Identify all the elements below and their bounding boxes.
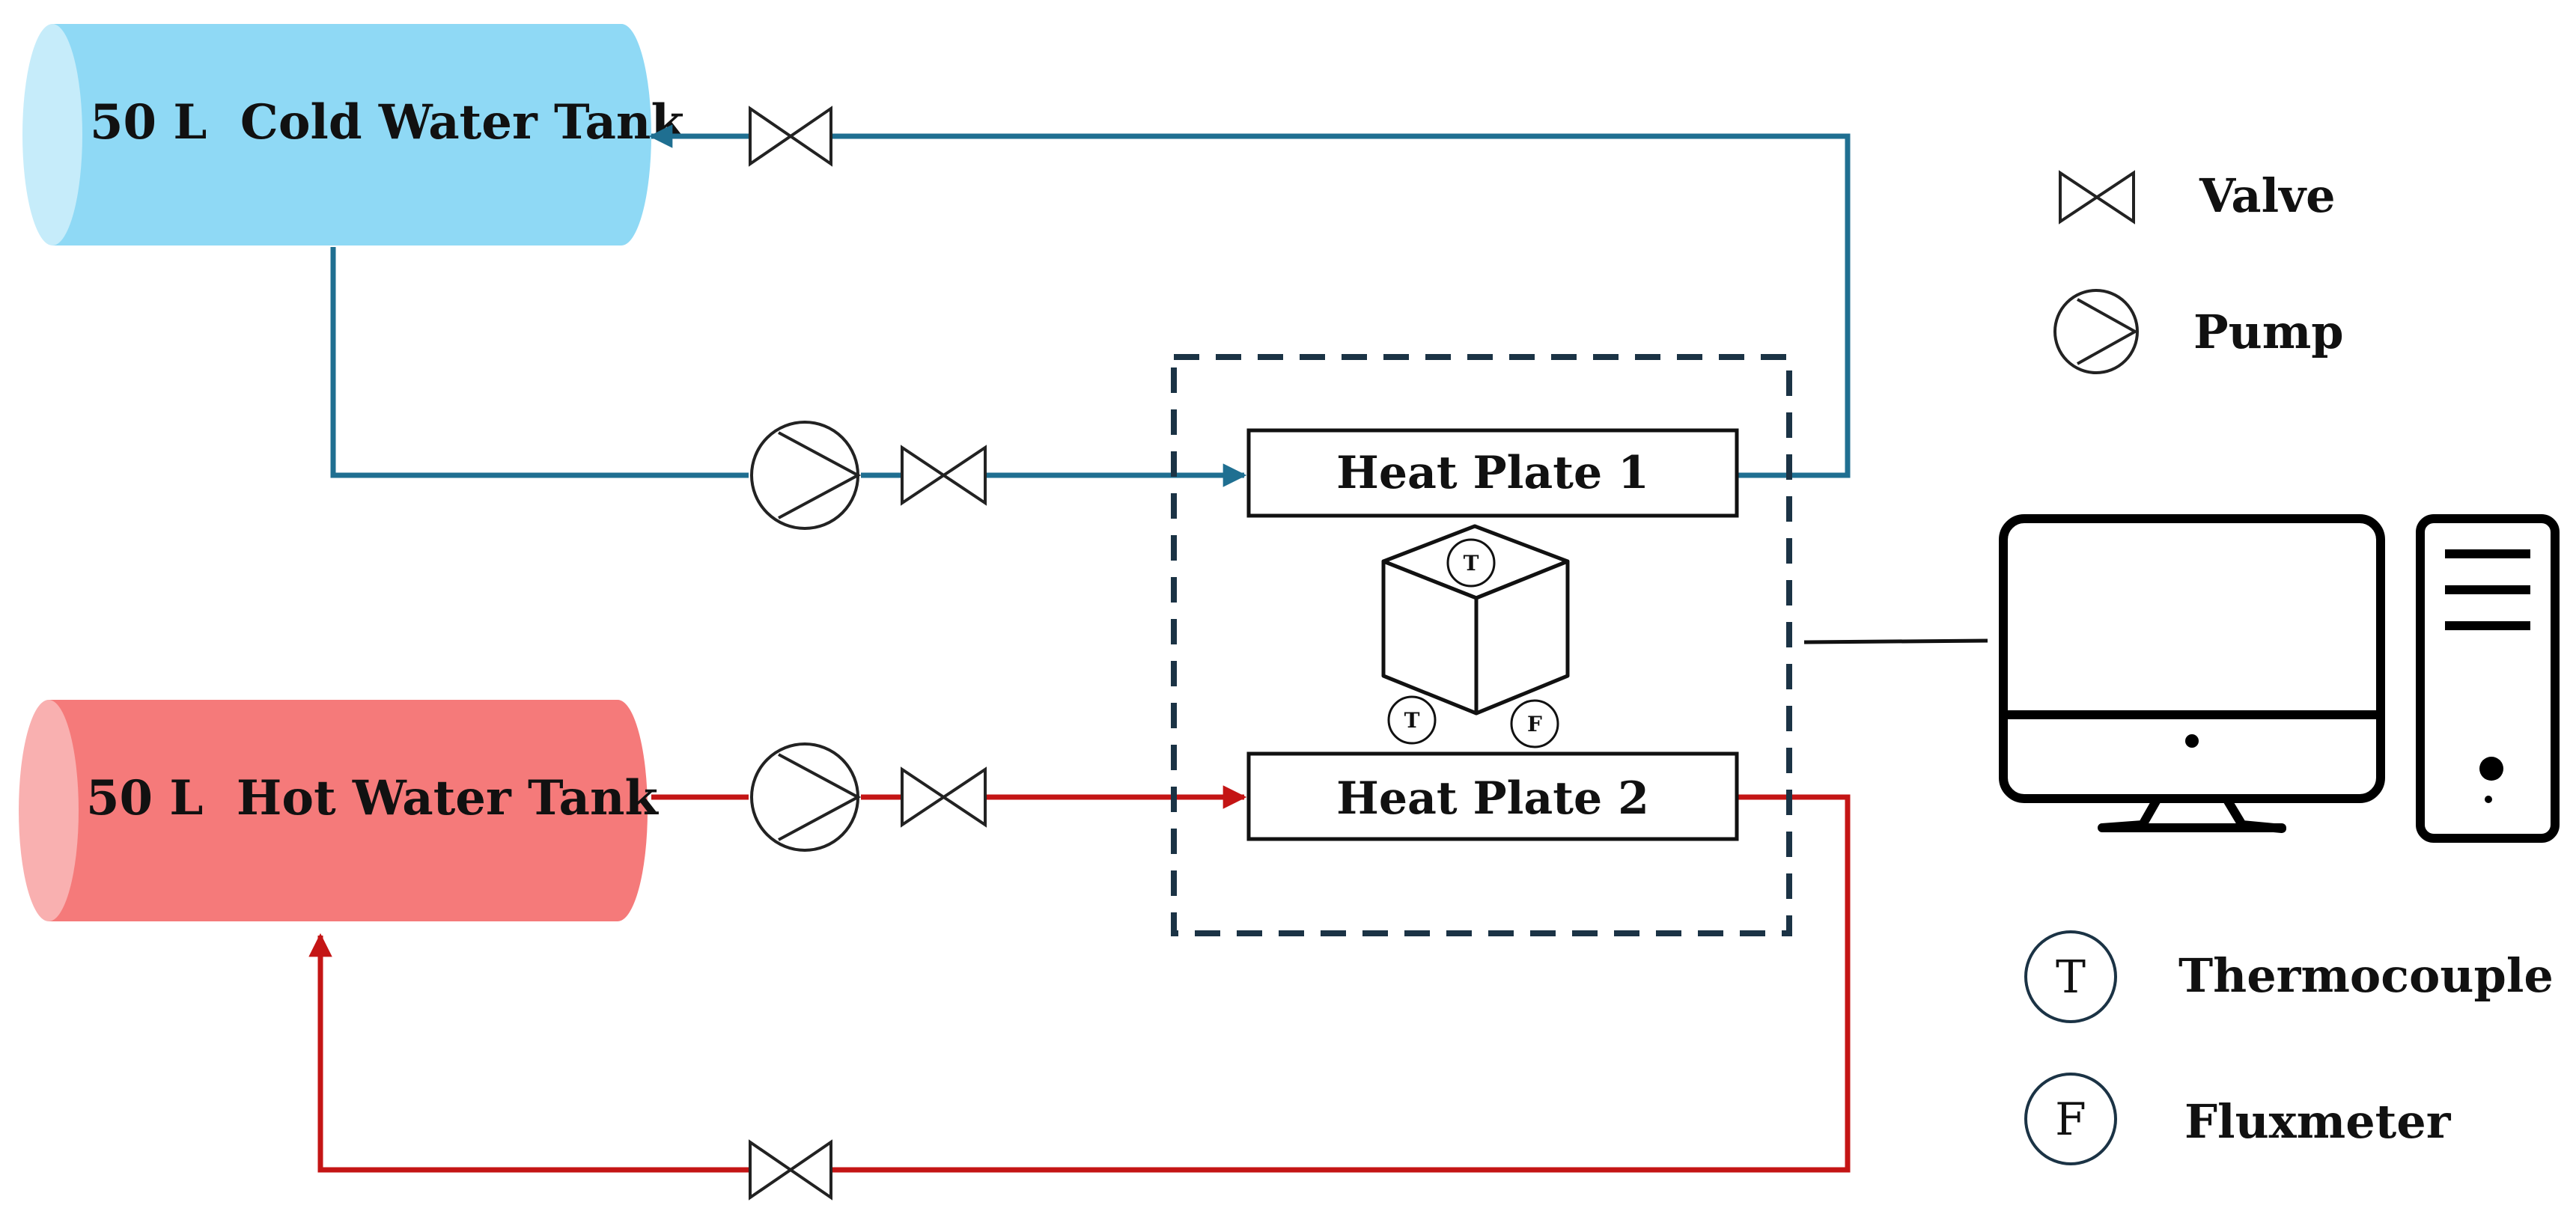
svg-text:T: T [1404,708,1420,733]
valve-icon [2059,170,2135,225]
hot-loop [308,785,1851,1173]
heat-plate-2-label: Heat Plate 2 [1336,772,1649,825]
valve-icon [901,766,987,828]
svg-text:T: T [1464,551,1479,576]
hot-return-pipe [832,794,1851,1173]
pump-icon [2053,289,2139,374]
test-enclosure [1171,354,1792,936]
cold-tank-label: 50 L Cold Water Tank [90,94,685,150]
thermocouple-sensor-top: T [1446,538,1496,588]
monitor-icon [1999,514,2385,833]
valve-icon [749,1139,832,1201]
legend-thermocouple-label: Thermocouple [2178,948,2554,1003]
pump-icon [750,742,862,852]
thermocouple-sensor-left: T [1387,695,1437,745]
hot-tank-label: 50 L Hot Water Tank [86,770,659,826]
pump-icon [750,421,862,530]
legend-valve-label: Valve [2199,168,2336,223]
hot-water-tank: 50 L Hot Water Tank [19,700,659,921]
legend-pump-label: Pump [2193,305,2344,359]
svg-text:T: T [2056,951,2086,1004]
svg-text:F: F [1527,712,1542,736]
heat-plate-1: Heat Plate 1 [1246,428,1739,518]
cold-return-pipe [832,133,1851,478]
fluxmeter-icon: F [2024,1073,2117,1165]
legend-fluxmeter-label: Fluxmeter [2184,1094,2452,1149]
legend: Valve Pump T Thermocouple F Fluxmeter [2024,168,2554,1165]
heat-plate-2: Heat Plate 2 [1246,751,1739,841]
valve-icon [901,445,987,506]
fluxmeter-sensor: F [1510,699,1559,748]
cold-supply-pipe [330,247,749,478]
computer-icon [1999,514,2560,843]
cold-water-tank: 50 L Cold Water Tank [22,24,685,245]
cold-loop [330,124,1851,487]
heat-plate-1-label: Heat Plate 1 [1336,447,1649,499]
valve-icon [749,106,832,167]
tower-icon [2416,514,2560,843]
svg-text:F: F [2055,1094,2086,1146]
thermocouple-icon: T [2024,930,2117,1023]
data-cable [1803,638,1988,644]
hot-return-arrow [308,933,749,1173]
